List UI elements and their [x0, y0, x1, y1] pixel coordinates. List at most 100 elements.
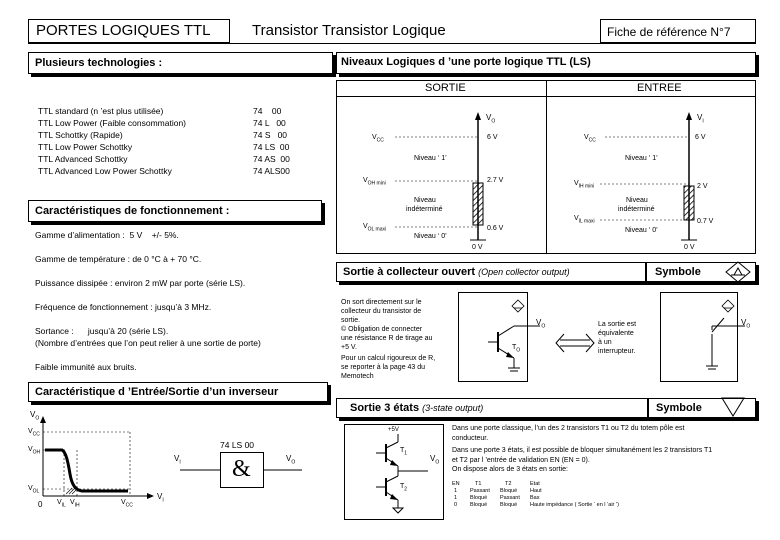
ref-box: [600, 19, 756, 43]
levels-heading: Niveaux Logiques d ’une porte logique TT…: [341, 56, 591, 68]
inv-axis-vi: VI: [157, 492, 164, 504]
oc-text-4: une résistance R de tirage au: [341, 335, 433, 342]
page-title: PORTES LOGIQUES TTL: [36, 22, 211, 39]
inv-zero-label: 0: [38, 500, 43, 509]
oc-text-2: sortie.: [341, 317, 361, 324]
tri-text-3: et T2 par l ’entrée de validation EN (EN…: [452, 457, 590, 464]
inv-vil-label: VIL: [57, 499, 66, 509]
header-rule: [28, 43, 756, 44]
tri-row0-en: 1: [454, 488, 458, 494]
oc-switch-text-0: La sortie est: [598, 321, 637, 328]
out-level-0: Niveau ‘ 0’: [414, 233, 447, 240]
tech-code-1: 74 L 00: [253, 118, 286, 128]
tri-text-0: Dans une porte classique, l’un des 2 tra…: [452, 425, 685, 432]
tri-table-head-t2: T2: [505, 481, 512, 487]
tri-row1-etat: Bas: [530, 495, 540, 501]
tri-symbole-label: Symbole: [656, 402, 702, 414]
oc-text-0: On sort directement sur le: [341, 299, 422, 306]
tri-plus5: +5V: [388, 427, 399, 433]
inv-heading-box: [28, 382, 328, 402]
oc-to-label: TO: [512, 344, 521, 354]
oc-switch-text-3: interrupteur.: [598, 348, 636, 355]
charac-power: Puissance dissipée : environ 2 mW par po…: [35, 278, 246, 288]
page-subtitle: Transistor Transistor Logique: [252, 22, 446, 39]
charac-alim: Gamme d’alimentation : 5 V +/- 5%.: [35, 230, 179, 240]
in-level-1: Niveau ‘ 1’: [625, 155, 658, 162]
oc-vo-label: VO: [536, 318, 546, 330]
tri-table-head-etat: Etat: [530, 481, 540, 487]
tri-row2-t1: Bloqué: [470, 502, 488, 508]
tech-name-1: TTL Low Power (Faible consommation): [38, 118, 187, 128]
in-2v: 2 V: [697, 183, 708, 190]
levels-title-rule: [336, 96, 756, 97]
oc-text-5: +5 V.: [341, 344, 357, 351]
tech-code-0: 74 00: [253, 106, 282, 116]
in-07v: 0.7 V: [697, 218, 714, 225]
tech-code-2: 74 S 00: [253, 130, 288, 140]
tri-t2-label: T2: [400, 483, 408, 493]
tri-text-1: conducteur.: [452, 435, 489, 442]
gate-chip-label: 74 LS 00: [220, 440, 255, 450]
tech-name-0: TTL standard (n ’est plus utilisée): [38, 106, 164, 116]
tri-row2-en: 0: [454, 502, 458, 508]
tech-code-4: 74 AS 00: [253, 154, 290, 164]
levels-divider: [546, 80, 547, 254]
out-0v: 0 V: [472, 244, 483, 251]
tri-heading: Sortie 3 états (3-state output): [350, 402, 484, 414]
oc-transistor-box: [458, 292, 528, 382]
tri-text-2: Dans une porte 3 états, il est possible …: [452, 447, 713, 454]
tri-row2-t2: Bloqué: [500, 502, 518, 508]
in-vih-label: VIH mini: [574, 180, 595, 190]
charac-heading-box: [28, 200, 322, 222]
levels-out-title: SORTIE: [425, 82, 466, 94]
oc-switch-text-2: à un: [598, 339, 612, 346]
out-voh-label: VOH mini: [363, 177, 386, 187]
inv-axis-vo: VO: [30, 410, 40, 422]
inv-heading: Caractéristique d ’Entrée/Sortie d’un in…: [35, 386, 279, 398]
in-indet-2: indéterminé: [618, 206, 655, 213]
tech-name-3: TTL Low Power Schottky: [38, 142, 133, 152]
tri-row0-t1: Passant: [470, 488, 490, 494]
charac-fanout: Sortance : jusqu’à 20 (série LS).: [35, 326, 169, 336]
charac-immunity: Faible immunité aux bruits.: [35, 362, 137, 372]
in-vil-label: VIL maxi: [574, 215, 595, 225]
out-vcc-label: VCC: [372, 134, 384, 144]
oc-text-1: collecteur du transistor de: [341, 308, 422, 315]
tech-code-3: 74 LS 00: [253, 142, 290, 152]
tri-row0-etat: Haut: [530, 488, 542, 494]
inv-voh-label: VOH: [28, 446, 41, 456]
gate-input-label: VI: [174, 454, 181, 466]
nand-gate-symbol: [220, 452, 264, 488]
tech-name-4: TTL Advanced Schottky: [38, 154, 128, 164]
charac-heading: Caractéristiques de fonctionnement :: [35, 205, 230, 217]
oc-heading: Sortie à collecteur ouvert (Open collect…: [343, 266, 570, 278]
oc-heading-box: [336, 262, 646, 282]
gate-and-glyph: &: [232, 456, 251, 482]
tech-code-5: 74 ALS00: [253, 166, 290, 176]
header-title-box: [28, 19, 230, 43]
in-indet-1: Niveau: [626, 197, 648, 204]
in-level-0: Niveau ‘ 0’: [625, 227, 658, 234]
inv-vcc2-label: VCC: [121, 499, 133, 509]
out-indet-1: Niveau: [414, 197, 436, 204]
inv-vih-label: VIH: [70, 499, 80, 509]
oc-switch-text-1: équivalente: [598, 330, 634, 337]
out-6v: 6 V: [487, 134, 498, 141]
levels-in-title: ENTREE: [637, 82, 682, 94]
in-6v: 6 V: [695, 134, 706, 141]
inv-vcc-label: VCC: [28, 428, 40, 438]
oc-symbole-label: Symbole: [655, 266, 701, 278]
charac-freq: Fréquence de fonctionnement : jusqu’à 3 …: [35, 302, 212, 312]
tech-name-5: TTL Advanced Low Power Schottky: [38, 166, 172, 176]
tri-circuit-box: [344, 424, 444, 520]
oc-switch-box: [660, 292, 738, 382]
levels-heading-box: [336, 52, 756, 74]
tri-text-4: On dispose alors de 3 états en sortie:: [452, 466, 568, 473]
tech-heading: Plusieurs technologies :: [35, 57, 163, 69]
oc-text-6: Pour un calcul rigoureux de R,: [341, 355, 436, 362]
out-06v: 0.6 V: [487, 225, 504, 232]
ref-number: Fiche de référence N°7: [607, 25, 731, 39]
inv-vol-label: VOL: [28, 485, 40, 495]
tri-row1-en: 1: [454, 495, 458, 501]
tri-table-head-t1: T1: [475, 481, 482, 487]
